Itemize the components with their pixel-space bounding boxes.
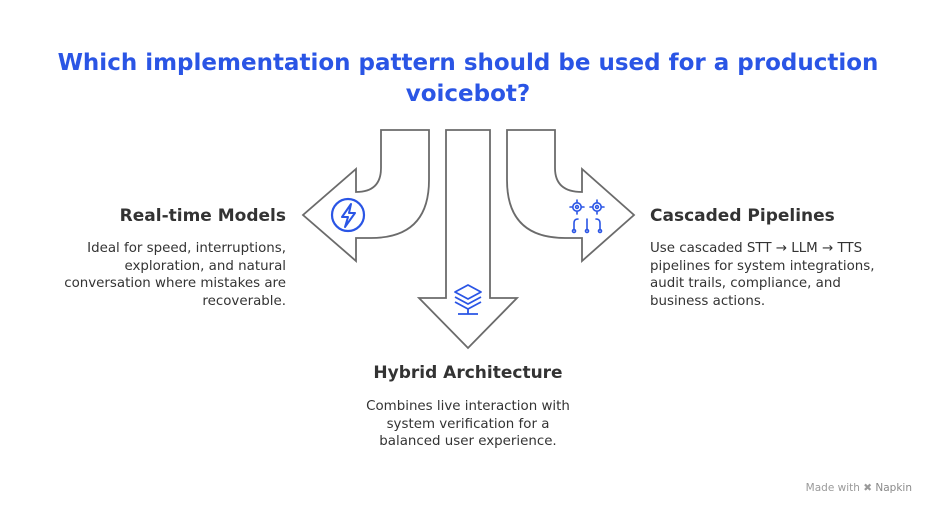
title-line-1: Which implementation pattern should be u…	[57, 50, 879, 76]
gears-network-icon	[569, 199, 605, 234]
lightning-bolt-icon	[330, 197, 366, 233]
cascaded-desc-line: Use cascaded STT → LLM → TTS	[650, 241, 863, 256]
realtime-desc-line: Ideal for speed, interruptions,	[87, 241, 286, 256]
hybrid-desc-line: balanced user experience.	[379, 434, 557, 449]
title-line-2: voicebot?	[405, 81, 531, 107]
diagram-title: Which implementation pattern should be u…	[0, 48, 936, 110]
realtime-desc-line: conversation where mistakes are	[64, 276, 286, 291]
napkin-logo-icon: ✖	[863, 482, 873, 494]
hybrid-desc-line: system verification for a	[386, 416, 550, 432]
realtime-models-heading: Real-time Models	[119, 206, 286, 226]
cascaded-desc-line: audit trails, compliance, and	[650, 276, 841, 291]
credit-brand: Napkin	[875, 482, 912, 494]
cascaded-desc-line: pipelines for system integrations,	[650, 258, 875, 274]
cascaded-pipelines-heading: Cascaded Pipelines	[650, 206, 835, 226]
realtime-models-description: Ideal for speed, interruptions, explorat…	[64, 240, 286, 310]
right-curved-arrow	[506, 129, 636, 263]
center-down-arrow	[416, 129, 520, 350]
hybrid-architecture-description: Combines live interaction with system ve…	[0, 398, 936, 451]
made-with-credit: Made with ✖ Napkin	[806, 482, 912, 494]
cascaded-pipelines-description: Use cascaded STT → LLM → TTS pipelines f…	[650, 240, 874, 310]
credit-prefix: Made with	[805, 482, 860, 494]
left-curved-arrow	[301, 129, 430, 263]
stacked-layers-icon	[454, 284, 482, 315]
cascaded-desc-line: business actions.	[650, 293, 766, 309]
hybrid-desc-line: Combines live interaction with	[366, 399, 570, 414]
hybrid-architecture-heading: Hybrid Architecture	[373, 363, 563, 383]
realtime-desc-line: exploration, and natural	[124, 258, 286, 274]
realtime-desc-line: recoverable.	[202, 293, 286, 309]
